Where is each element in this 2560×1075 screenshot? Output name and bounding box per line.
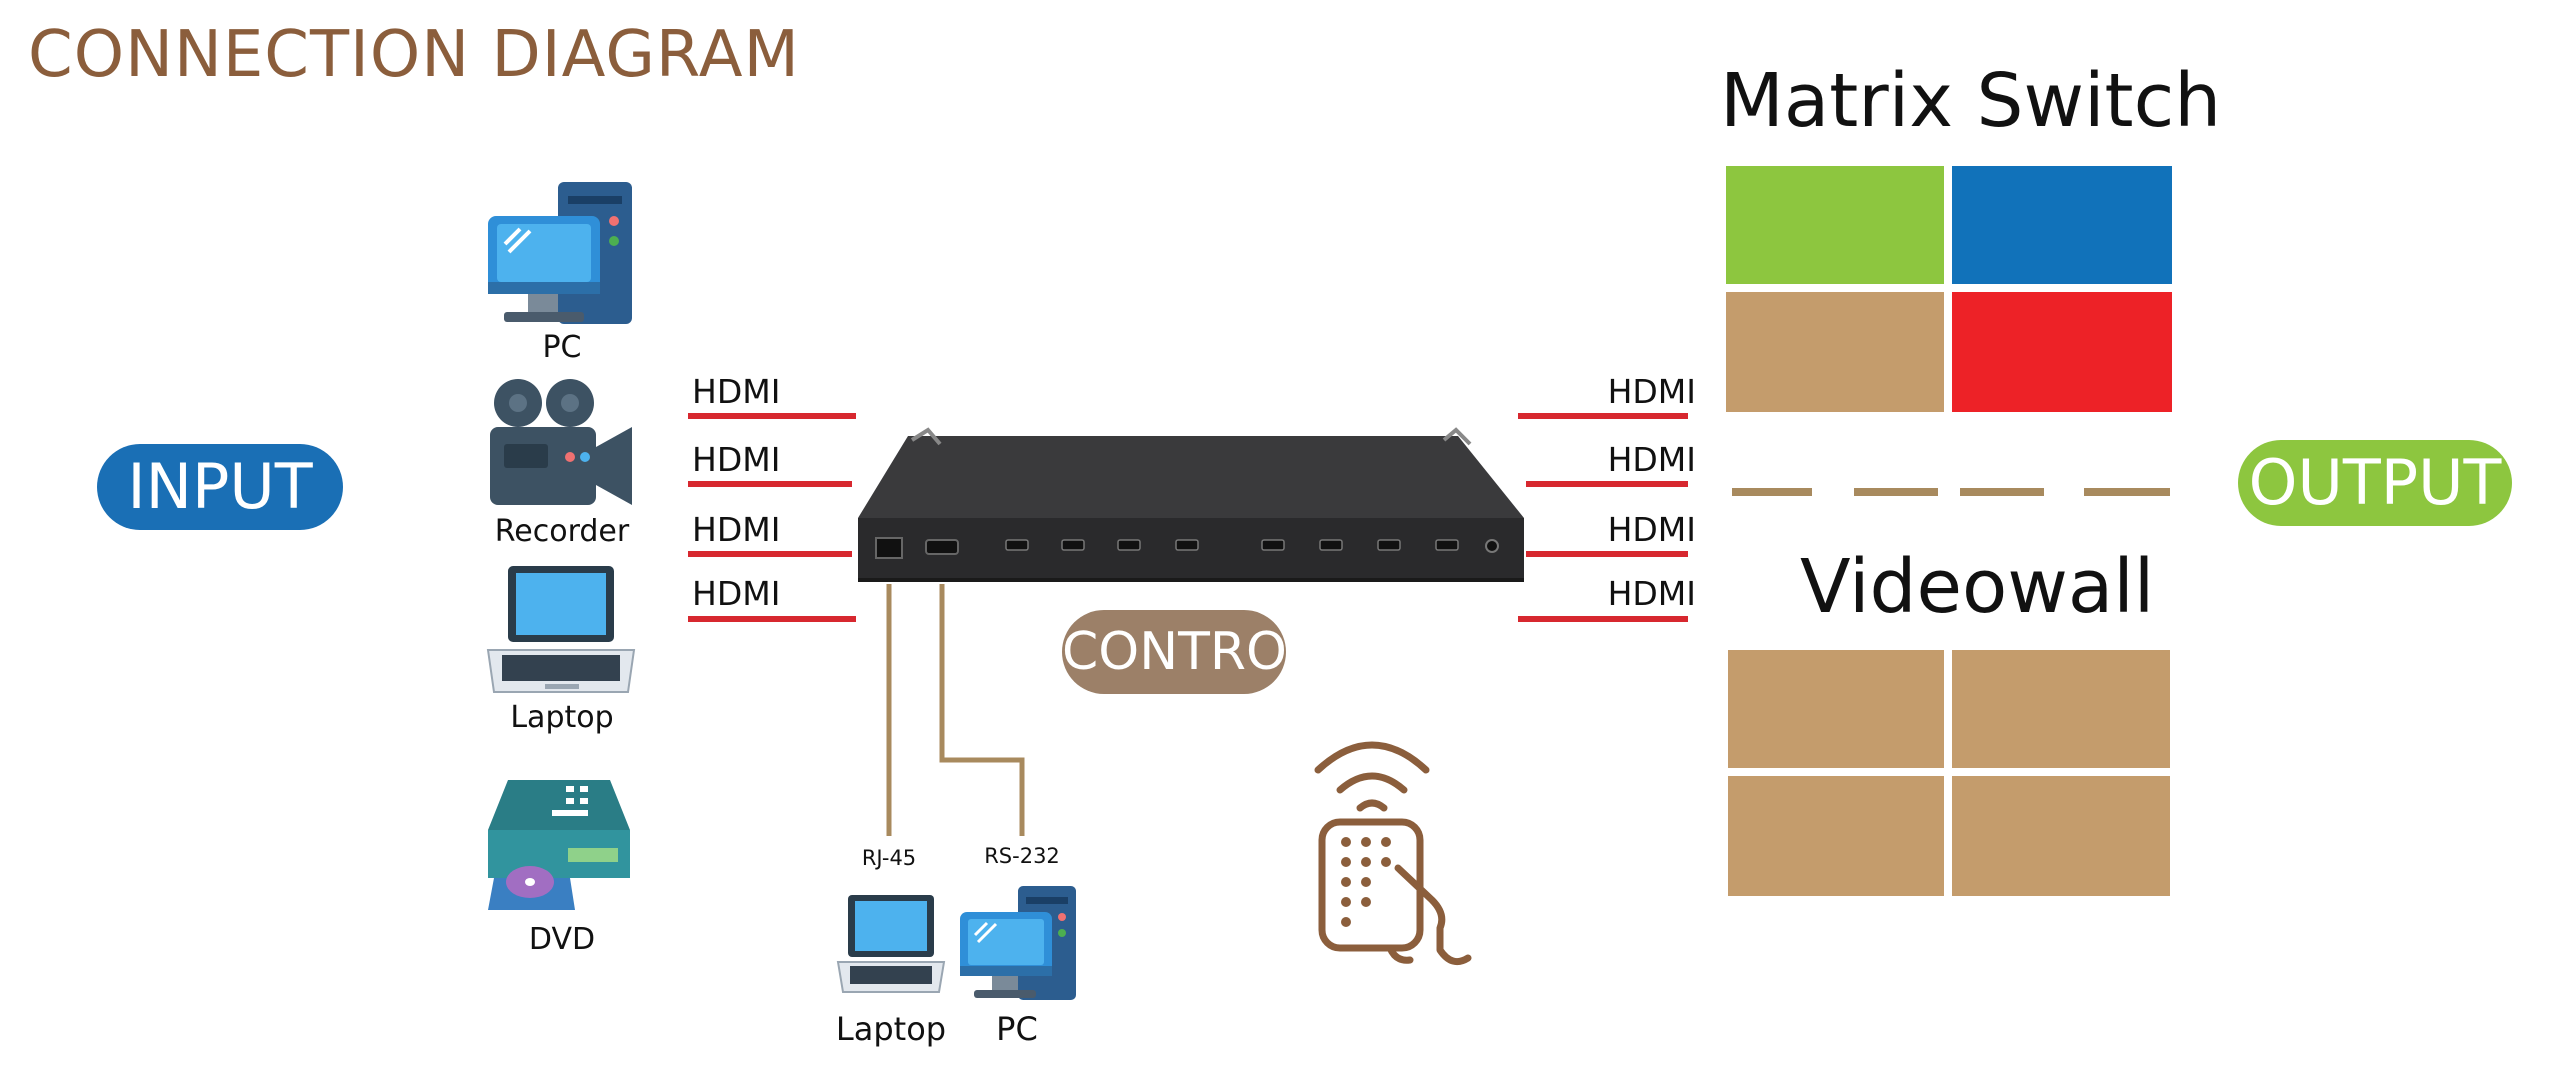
port-label-rj45: RJ-45 <box>861 846 917 870</box>
control-cables <box>886 584 1025 836</box>
laptop-icon <box>486 566 636 693</box>
remote-buttons <box>1341 837 1391 927</box>
matrix-tile-red <box>1952 292 2172 412</box>
port-label-rs232: RS-232 <box>984 844 1060 868</box>
video-camera-icon <box>490 379 632 505</box>
matrix-switch-title: Matrix Switch <box>1720 58 2222 144</box>
videowall-tile <box>1952 776 2170 896</box>
input-cable-label: HDMI <box>692 510 781 549</box>
output-cable-label: HDMI <box>1607 372 1696 411</box>
source-label-laptop: Laptop <box>510 700 614 735</box>
input-cables <box>688 413 856 622</box>
input-cable-label: HDMI <box>692 372 781 411</box>
matrix-tile-blue <box>1952 166 2172 284</box>
output-cable-label: HDMI <box>1607 440 1696 479</box>
diagram-title: CONNECTION DIAGRAM <box>28 18 800 92</box>
pc-icon <box>488 182 632 324</box>
pc-icon <box>960 886 1076 1000</box>
videowall-title: Videowall <box>1800 544 2155 630</box>
input-cable-label: HDMI <box>692 440 781 479</box>
videowall-tile <box>1952 650 2170 768</box>
control-label-laptop: Laptop <box>835 1010 947 1048</box>
control-pill: CONTROL <box>1062 610 1316 694</box>
laptop-icon <box>836 895 946 993</box>
output-cable-label: HDMI <box>1607 574 1696 613</box>
output-cables <box>1518 413 1688 622</box>
videowall-tile <box>1728 776 1944 896</box>
matrix-controller-device <box>858 427 1524 582</box>
control-label-pc: PC <box>996 1010 1038 1048</box>
remote-control-icon <box>1314 741 1472 966</box>
source-label-pc: PC <box>542 330 582 365</box>
output-cable-label: HDMI <box>1607 510 1696 549</box>
source-label-dvd: DVD <box>528 922 596 957</box>
matrix-tile-green <box>1726 166 1944 284</box>
matrix-tile-tan <box>1726 292 1944 412</box>
dvd-player-icon <box>488 780 630 910</box>
output-pill: OUTPUT <box>2238 440 2512 526</box>
input-pill: INPUT <box>97 444 343 530</box>
source-label-recorder: Recorder <box>494 514 630 549</box>
input-cable-label: HDMI <box>692 574 781 613</box>
videowall-tile <box>1728 650 1944 768</box>
